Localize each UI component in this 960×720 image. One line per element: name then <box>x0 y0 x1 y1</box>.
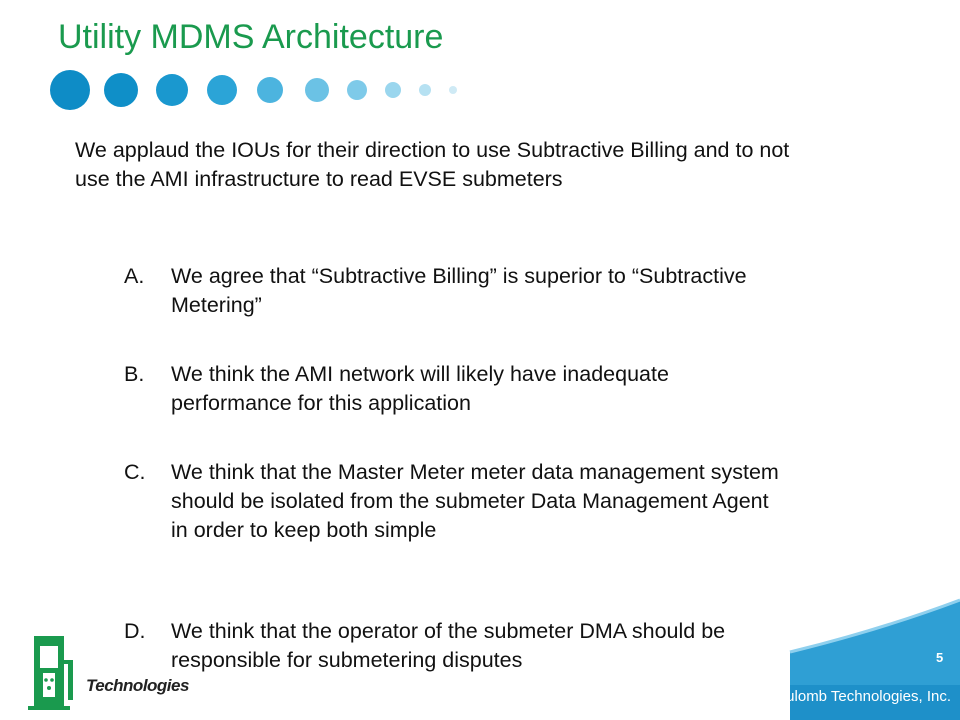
company-name: Coulomb Technologies, Inc. <box>767 688 951 705</box>
list-item-letter: C. <box>124 460 146 484</box>
list-item-text: We think that the operator of the submet… <box>171 619 726 672</box>
list-item-text: We think the AMI network will likely hav… <box>171 362 669 415</box>
list-item-text: We agree that “Subtractive Billing” is s… <box>171 264 747 317</box>
page-number: 5 <box>936 650 944 665</box>
list-item-letter: B. <box>124 362 145 386</box>
coulomb-logo-icon <box>28 636 73 710</box>
slide-title: Utility MDMS Architecture <box>58 18 444 56</box>
footer-wave-decoration <box>789 598 960 720</box>
list-item-letter: D. <box>124 619 146 643</box>
logo-text: Technologies <box>86 676 189 695</box>
intro-paragraph: We applaud the IOUs for their direction … <box>75 138 790 191</box>
list-item-letter: A. <box>124 264 145 288</box>
dots-decoration-icon <box>50 70 457 110</box>
list-item-text: We think that the Master Meter meter dat… <box>171 460 779 542</box>
